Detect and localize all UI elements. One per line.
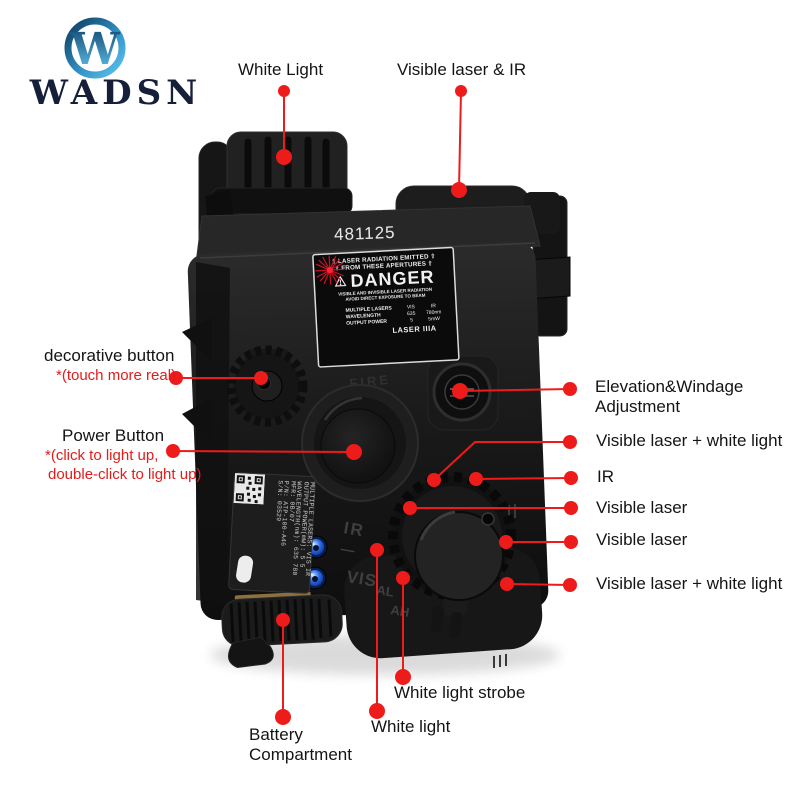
label-decorative-button: decorative button	[44, 346, 175, 365]
label-power-button-note2: double-click to light up)	[48, 466, 202, 483]
logo-wordmark: WADSN	[29, 73, 203, 113]
spec-qr-label: MULTIPLE LASERS: VIS IR OUTPUT POWER(mW)…	[227, 471, 317, 595]
battery-cap	[221, 591, 343, 668]
danger-sticker: ⇧LASER RADIATION EMITTED⇧ ⇧FROM THESE AP…	[312, 246, 460, 368]
spec-vis: 5	[410, 317, 414, 323]
logo-ring-icon	[64, 17, 126, 79]
label-decorative-button-note: *(touch more real)	[56, 367, 177, 384]
label-elevation-line2: Adjustment	[595, 397, 681, 416]
label-battery-compartment: Battery Compartment	[249, 725, 352, 765]
elevation-windage-dial	[427, 355, 499, 431]
logo-w-icon: W	[69, 24, 120, 75]
laser-class-text: LASER IIIA	[392, 324, 437, 335]
selector-index-hole	[481, 512, 495, 526]
spec-ir: 5mW	[428, 315, 441, 323]
wadsn-logo: W WADSN	[29, 17, 203, 113]
molded-vis-label: VIS	[345, 567, 378, 591]
mount-lever	[228, 636, 274, 668]
molded-al-label: AL	[376, 582, 396, 600]
qr-code-icon	[233, 472, 266, 505]
label-visible-laser-white-top: Visible laser + white light	[596, 431, 783, 450]
label-battery-line1: Battery	[249, 725, 303, 744]
label-battery-line2: Compartment	[249, 745, 352, 764]
label-elevation-windage: Elevation&Windage Adjustment	[595, 377, 743, 417]
label-power-button-note1: *(click to light up,	[45, 447, 159, 464]
power-button	[301, 384, 419, 502]
label-white-light: White Light	[238, 60, 324, 79]
label-power-button: Power Button	[62, 426, 165, 445]
molded-ah-label: AH	[390, 602, 411, 620]
molded-markings: FIRE IR — VIS AL AH	[339, 372, 410, 620]
spec-label-text: MULTIPLE LASERS: VIS IR OUTPUT POWER(mW)…	[271, 480, 316, 588]
label-white-light-strobe: White light strobe	[394, 683, 526, 702]
serial-number: 481125	[334, 223, 396, 244]
label-visible-laser-1: Visible laser	[596, 498, 688, 517]
laser-starburst-icon	[315, 255, 345, 285]
label-visible-laser-white-bottom: Visible laser + white light	[596, 574, 783, 593]
molded-ir-label: IR	[342, 518, 366, 540]
label-visible-laser-2: Visible laser	[596, 530, 688, 549]
label-visible-laser-ir: Visible laser & IR	[397, 60, 527, 79]
label-ir: IR	[597, 467, 614, 486]
label-elevation-line1: Elevation&Windage	[595, 377, 744, 396]
battery-orientation-icon	[235, 554, 255, 584]
decorative-button	[226, 345, 308, 427]
molded-dash-mark: —	[339, 540, 356, 558]
label-white-light-bottom: White light	[371, 717, 451, 736]
